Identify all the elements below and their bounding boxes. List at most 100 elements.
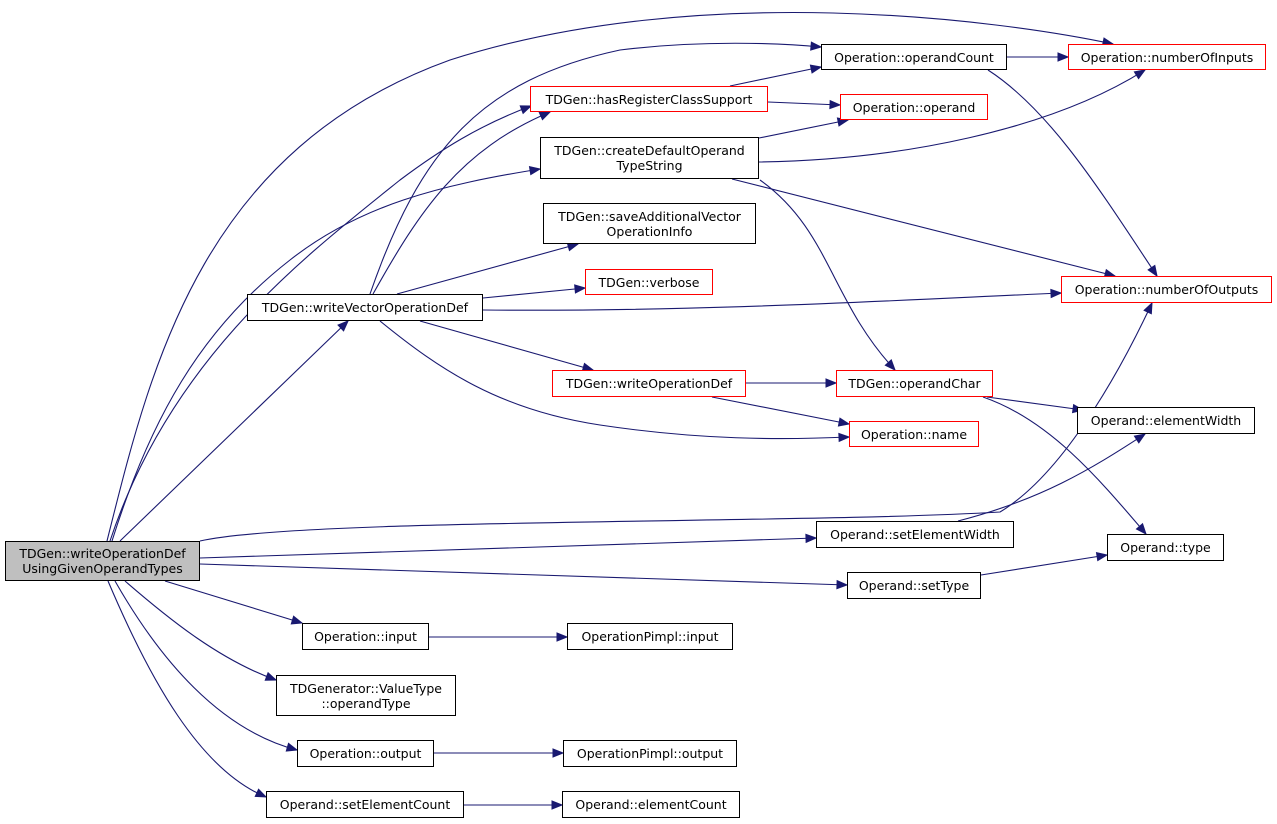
edge-arrowhead	[285, 742, 299, 752]
edge-line	[111, 168, 541, 542]
edge-line	[119, 320, 349, 542]
node-operation-numberofoutputs[interactable]: Operation::numberOfOutputs	[1061, 276, 1272, 303]
node-operationpimpl-output[interactable]: OperationPimpl::output	[563, 740, 737, 767]
edge-root-to-op_numberOfOutputs	[199, 301, 1153, 542]
edge-arrowhead	[528, 166, 542, 176]
edge-op_output-to-pimpl_output	[434, 748, 565, 758]
node-operation-input[interactable]: Operation::input	[302, 623, 429, 650]
edge-root-to-opd_setElementWidth	[199, 533, 818, 559]
edge-root-to-td_hasRegisterClassSupport	[109, 105, 533, 542]
edge-arrowhead	[836, 579, 849, 590]
edge-arrowhead	[1057, 52, 1070, 62]
edge-arrowhead	[254, 788, 268, 798]
edge-td_createDefaultOperandTypeString-to-td_operandChar	[759, 179, 896, 372]
edge-line	[758, 119, 849, 139]
node-operand-settype[interactable]: Operand::setType	[847, 572, 981, 599]
node-tdgen-createdefaultoperandtypestring[interactable]: TDGen::createDefaultOperand TypeString	[540, 137, 759, 179]
edge-td_writeOperationDef-to-op_name	[711, 396, 851, 427]
edge-arrowhead	[290, 615, 304, 625]
edge-arrowhead	[551, 800, 564, 810]
node-operationpimpl-input[interactable]: OperationPimpl::input	[567, 623, 733, 650]
edge-arrowhead	[556, 632, 569, 642]
edge-arrowhead	[884, 359, 896, 372]
edge-line	[369, 42, 822, 295]
edge-line	[372, 111, 551, 295]
edge-arrowhead	[810, 41, 823, 51]
edge-arrowhead	[837, 417, 851, 427]
edge-arrowhead	[809, 64, 823, 74]
edge-op_operandCount-to-op_numberOfOutputs	[987, 69, 1158, 278]
edge-td_writeVectorOperationDef-to-td_saveAdditionalVectorOperationInfo	[396, 242, 580, 295]
edge-line	[379, 320, 850, 440]
node-operation-operandcount[interactable]: Operation::operandCount	[821, 44, 1007, 70]
edge-arrowhead	[1133, 433, 1147, 444]
edge-td_writeVectorOperationDef-to-td_verbose	[482, 284, 587, 299]
edge-line	[109, 105, 532, 542]
node-operand-setelementcount[interactable]: Operand::setElementCount	[266, 791, 464, 818]
edge-arrowhead	[1133, 69, 1147, 80]
node-operand-elementcount[interactable]: Operand::elementCount	[562, 791, 740, 818]
edge-opd_setElementCount-to-opd_elementCount	[464, 800, 564, 810]
edge-arrowhead	[1147, 264, 1158, 278]
edge-line	[957, 433, 1146, 522]
edge-line	[987, 69, 1158, 277]
edge-arrowhead	[574, 284, 587, 294]
node-operation-output[interactable]: Operation::output	[297, 740, 434, 767]
edge-line	[106, 11, 1114, 542]
node-root-writeoperationdefusinggivenoperandtypes: TDGen::writeOperationDef UsingGivenOpera…	[5, 541, 200, 581]
edge-line	[199, 537, 817, 559]
edge-arrowhead	[1050, 288, 1063, 299]
edge-arrowhead	[838, 432, 851, 443]
edge-td_hasRegisterClassSupport-to-op_operand	[767, 99, 842, 110]
node-tdgen-saveadditionalvectoroperationinfo[interactable]: TDGen::saveAdditionalVector OperationInf…	[543, 203, 756, 244]
node-tdgen-verbose[interactable]: TDGen::verbose	[585, 269, 713, 295]
edge-td_writeVectorOperationDef-to-op_operandCount	[369, 41, 823, 295]
edge-line	[986, 396, 1084, 411]
edge-root-to-opd_setType	[199, 563, 849, 590]
edge-arrowhead	[538, 111, 552, 121]
edge-opd_setElementWidth-to-opd_elementWidth	[957, 433, 1147, 522]
node-tdgen-operandchar[interactable]: TDGen::operandChar	[836, 370, 993, 397]
edge-line	[114, 580, 298, 751]
edge-td_writeVectorOperationDef-to-td_hasRegisterClassSupport	[372, 111, 552, 295]
node-tdgen-writeoperationdef[interactable]: TDGen::writeOperationDef	[552, 370, 746, 397]
edge-arrowhead	[264, 671, 278, 681]
edge-line	[199, 302, 1153, 542]
edge-line	[199, 563, 848, 586]
edge-td_writeVectorOperationDef-to-op_name	[379, 320, 851, 443]
node-operation-operand[interactable]: Operation::operand	[840, 94, 988, 120]
node-tdgenerator-valuetype-operandtype[interactable]: TDGenerator::ValueType ::operandType	[276, 675, 456, 716]
edge-td_operandChar-to-opd_type	[982, 396, 1147, 536]
edge-td_createDefaultOperandTypeString-to-op_numberOfInputs	[758, 69, 1147, 163]
node-operand-type[interactable]: Operand::type	[1107, 534, 1224, 561]
edge-arrowhead	[337, 320, 349, 332]
edge-line	[982, 396, 1147, 535]
node-operand-elementwidth[interactable]: Operand::elementWidth	[1077, 407, 1255, 434]
edge-root-to-op_output	[114, 580, 299, 752]
edge-line	[482, 292, 1062, 311]
edge-line	[419, 320, 594, 371]
edge-arrowhead	[1095, 551, 1109, 562]
edge-arrowhead	[1135, 522, 1147, 536]
edge-root-to-opd_setElementCount	[107, 580, 268, 798]
edge-line	[980, 554, 1108, 576]
edge-root-to-td_createDefaultOperandTypeString	[111, 166, 542, 542]
edge-op_operandCount-to-op_numberOfInputs	[1007, 52, 1070, 62]
edge-arrowhead	[829, 99, 842, 110]
node-tdgen-writevectoroperationdef[interactable]: TDGen::writeVectorOperationDef	[247, 294, 483, 321]
edge-td_writeOperationDef-to-td_operandChar	[746, 378, 838, 388]
edge-line	[107, 580, 267, 798]
edge-line	[482, 287, 586, 299]
edge-td_createDefaultOperandTypeString-to-op_operand	[758, 117, 850, 139]
node-operand-setelementwidth[interactable]: Operand::setElementWidth	[816, 521, 1014, 548]
edge-line	[758, 69, 1146, 163]
node-operation-numberofinputs[interactable]: Operation::numberOfInputs	[1068, 44, 1266, 70]
call-edges	[106, 11, 1158, 810]
edge-root-to-tdg_operandType	[124, 580, 278, 681]
edge-root-to-td_writeVectorOperationDef	[119, 320, 349, 542]
node-operation-name[interactable]: Operation::name	[849, 421, 979, 447]
edge-line	[124, 580, 277, 681]
edge-td_writeVectorOperationDef-to-op_numberOfOutputs	[482, 288, 1063, 311]
node-tdgen-hasregisterclasssupport[interactable]: TDGen::hasRegisterClassSupport	[530, 86, 768, 112]
